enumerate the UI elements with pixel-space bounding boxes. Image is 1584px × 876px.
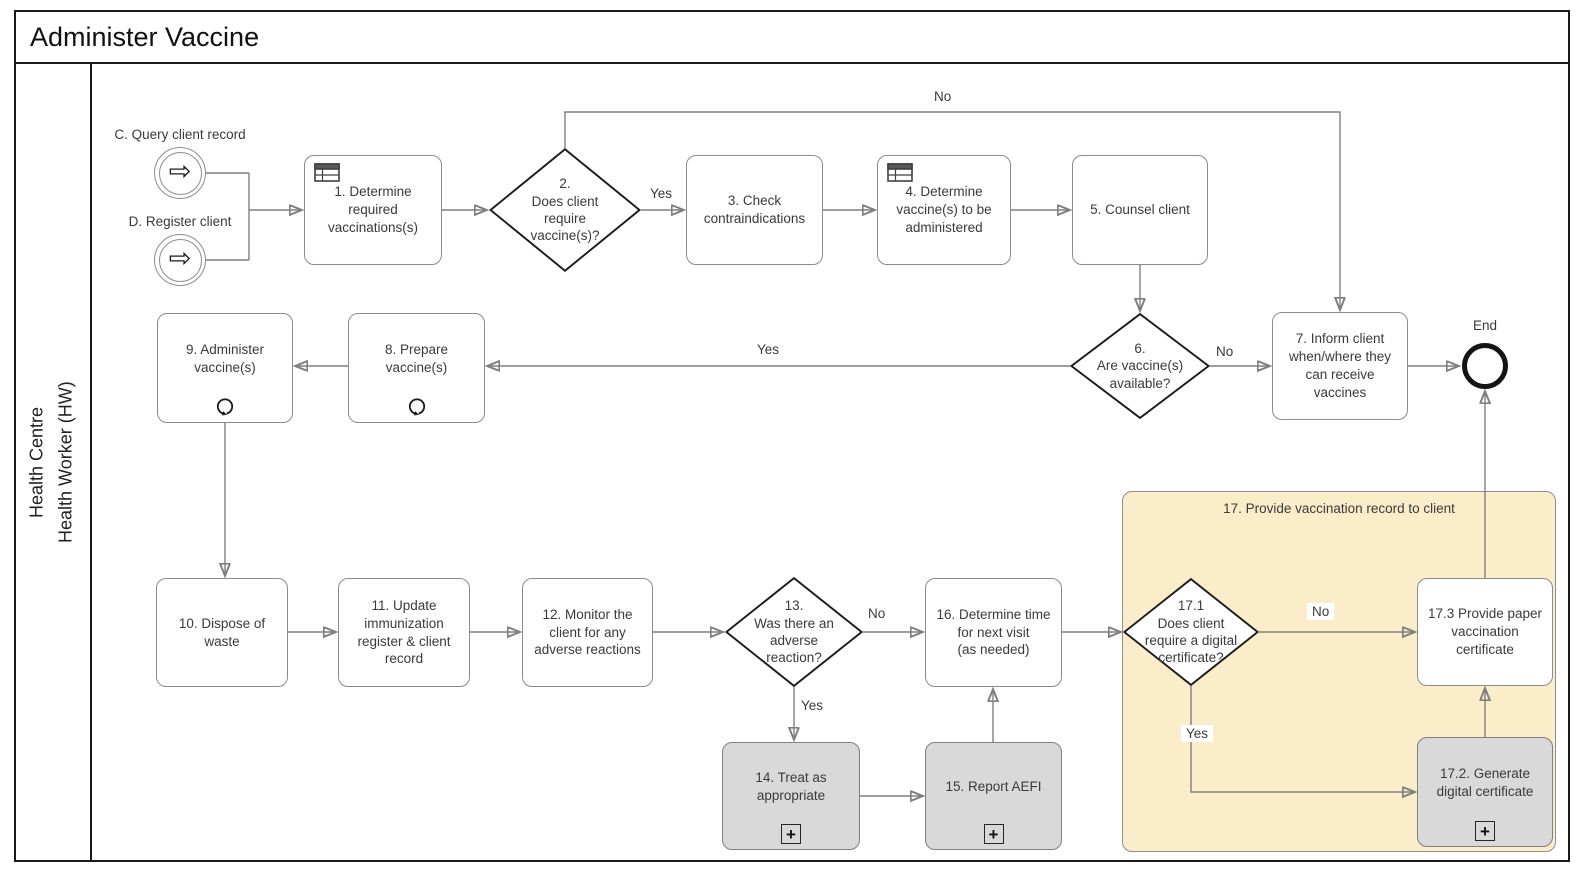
diagram-title: Administer Vaccine bbox=[30, 22, 260, 52]
diamond-shape bbox=[1123, 578, 1259, 686]
link-arrow-icon: ⇨ bbox=[168, 243, 192, 273]
task-4-determine-vaccines-to-administer: 4. Determine vaccine(s) to be administer… bbox=[877, 155, 1011, 265]
task-label: 16. Determine time for next visit (as ne… bbox=[936, 606, 1051, 658]
business-rule-table-icon bbox=[887, 163, 913, 182]
task-label: 10. Dispose of waste bbox=[178, 615, 266, 649]
title-divider bbox=[14, 62, 1570, 64]
subprocess-14-treat-as-appropriate: 14. Treat as appropriate + bbox=[722, 742, 860, 850]
task-label: 11. Update immunization register & clien… bbox=[357, 597, 451, 667]
loop-marker-icon bbox=[216, 398, 234, 416]
event-inner-ring: ⇨ bbox=[158, 238, 202, 282]
task-10-dispose-of-waste: 10. Dispose of waste bbox=[156, 578, 288, 687]
gateway-label: 6. Are vaccine(s) available? bbox=[1096, 341, 1184, 391]
task-1-determine-required-vaccinations: 1. Determine required vaccinations(s) bbox=[304, 155, 442, 265]
gateway-6-are-vaccines-available: 6. Are vaccine(s) available? bbox=[1070, 313, 1210, 419]
business-rule-table-icon bbox=[314, 163, 340, 182]
task-11-update-immunization-register: 11. Update immunization register & clien… bbox=[338, 578, 470, 687]
lane-divider bbox=[90, 62, 92, 862]
edge-label-no-gw6: No bbox=[1216, 344, 1234, 359]
subprocess-17-2-generate-digital-certificate: 17.2. Generate digital certificate + bbox=[1417, 737, 1553, 847]
edge-label-no-gw13: No bbox=[868, 606, 886, 621]
edge-label-yes-gw6: Yes bbox=[757, 342, 780, 357]
task-7-inform-client-when-where: 7. Inform client when/where they can rec… bbox=[1272, 312, 1408, 420]
task-5-counsel-client: 5. Counsel client bbox=[1072, 155, 1208, 265]
task-9-administer-vaccines: 9. Administer vaccine(s) bbox=[157, 313, 293, 423]
task-label: 1. Determine required vaccinations(s) bbox=[327, 184, 419, 235]
subprocess-15-report-aefi: 15. Report AEFI + bbox=[925, 742, 1062, 850]
group-17-label: 17. Provide vaccination record to client bbox=[1223, 501, 1455, 516]
lane-label: Health Worker (HW) bbox=[55, 381, 76, 543]
task-label: 17.3 Provide paper vaccination certifica… bbox=[1427, 606, 1543, 657]
end-event bbox=[1462, 343, 1508, 389]
start-event-query-client-record: ⇨ bbox=[154, 147, 206, 199]
diamond-shape bbox=[1070, 313, 1210, 419]
edge-label-yes-gw13: Yes bbox=[801, 698, 824, 713]
start-event-d-label: D. Register client bbox=[128, 214, 232, 229]
gateway-2-does-client-require-vaccines: 2. Does client require vaccine(s)? bbox=[489, 148, 641, 272]
gateway-label: 13. Was there an adverse reaction? bbox=[754, 598, 834, 666]
task-8-prepare-vaccines: 8. Prepare vaccine(s) bbox=[348, 313, 485, 423]
task-label: 4. Determine vaccine(s) to be administer… bbox=[896, 184, 992, 235]
edge-label-yes-gw17-1: Yes bbox=[1181, 725, 1214, 742]
loop-marker-icon bbox=[408, 398, 425, 416]
task-label: 5. Counsel client bbox=[1090, 202, 1190, 218]
task-3-check-contraindications: 3. Check contraindications bbox=[686, 155, 823, 265]
task-label: 14. Treat as appropriate bbox=[755, 770, 827, 803]
subprocess-plus-icon: + bbox=[781, 824, 801, 844]
task-label: 17.2. Generate digital certificate bbox=[1436, 766, 1534, 799]
task-label: 15. Report AEFI bbox=[945, 779, 1042, 795]
task-16-determine-time-next-visit: 16. Determine time for next visit (as ne… bbox=[925, 578, 1062, 687]
gateway-17-1-digital-certificate: 17.1 Does client require a digital certi… bbox=[1123, 578, 1259, 686]
diamond-shape bbox=[725, 577, 863, 687]
start-event-c-label: C. Query client record bbox=[114, 127, 246, 142]
task-17-3-provide-paper-certificate: 17.3 Provide paper vaccination certifica… bbox=[1417, 578, 1553, 686]
start-event-register-client: ⇨ bbox=[154, 234, 206, 286]
edge-label-no-top: No bbox=[934, 89, 952, 104]
subprocess-plus-icon: + bbox=[983, 824, 1004, 844]
task-label: 9. Administer vaccine(s) bbox=[185, 342, 265, 375]
task-12-monitor-client-adverse-reactions: 12. Monitor the client for any adverse r… bbox=[522, 578, 653, 687]
task-label: 7. Inform client when/where they can rec… bbox=[1288, 331, 1392, 400]
gateway-label: 17.1 Does client require a digital certi… bbox=[1144, 598, 1238, 666]
event-inner-ring: ⇨ bbox=[158, 151, 202, 195]
gateway-label: 2. Does client require vaccine(s)? bbox=[530, 176, 600, 244]
edge-label-yes-gw2: Yes bbox=[650, 186, 673, 201]
pool-label: Health Centre bbox=[26, 406, 47, 518]
subprocess-plus-icon: + bbox=[1475, 821, 1495, 841]
link-arrow-icon: ⇨ bbox=[168, 156, 192, 186]
task-label: 12. Monitor the client for any adverse r… bbox=[534, 606, 641, 658]
edge-label-no-gw17-1: No bbox=[1307, 603, 1335, 620]
end-event-label: End bbox=[1472, 318, 1498, 333]
task-label: 3. Check contraindications bbox=[703, 193, 806, 226]
task-label: 8. Prepare vaccine(s) bbox=[384, 342, 449, 375]
gateway-13-was-there-adverse-reaction: 13. Was there an adverse reaction? bbox=[725, 577, 863, 687]
pool-border bbox=[14, 10, 1570, 862]
